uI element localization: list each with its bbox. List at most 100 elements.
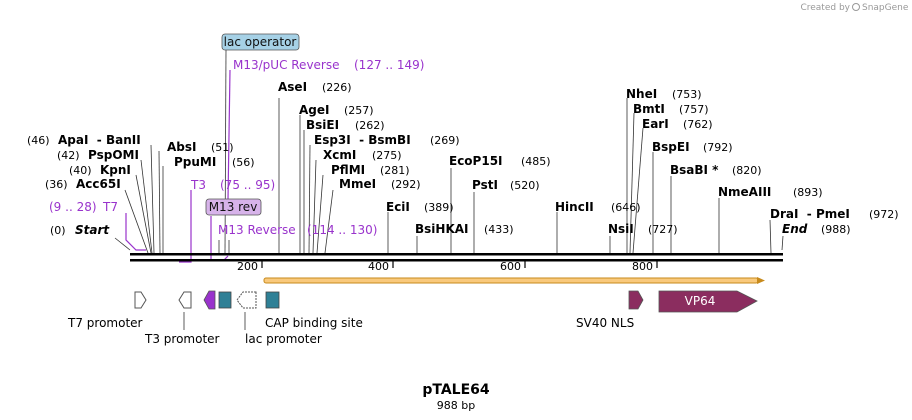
sequence-length: 988 bp <box>437 399 475 412</box>
primer-name-m13-reverse[interactable]: M13 Reverse <box>218 223 296 237</box>
enzyme-name[interactable]: BspEI <box>652 140 690 154</box>
sequence-name: pTALE64 <box>422 382 490 398</box>
enzyme-name[interactable]: BmtI <box>633 102 665 116</box>
lac-operator-feature[interactable] <box>218 291 232 309</box>
connector-end <box>781 235 784 251</box>
features-track: VP64 <box>134 290 758 330</box>
connector-pflmi <box>316 174 324 254</box>
lac-promoter-arrow[interactable] <box>236 291 257 309</box>
enzyme-pos: (988) <box>821 223 851 236</box>
enzyme-pos: (520) <box>510 179 540 192</box>
enzyme-name[interactable]: NsiI <box>608 222 634 236</box>
primer-connectors <box>125 69 231 263</box>
enzyme-pos: (40) <box>69 164 92 177</box>
connector-apai <box>150 144 155 254</box>
enzyme-pos: (275) <box>372 149 402 162</box>
enzyme-pos: (646) <box>611 201 641 214</box>
lac-operator-box <box>221 33 300 51</box>
primer-name-t3[interactable]: T3 <box>190 178 206 192</box>
t7-promoter-arrow[interactable] <box>134 291 147 309</box>
m13-rev-primer-arrow[interactable] <box>203 290 216 310</box>
enzyme-pos: (46) <box>27 134 50 147</box>
enzyme-pos: (51) <box>211 141 234 154</box>
connector-mmei <box>324 189 334 254</box>
connector-bmti <box>629 112 635 254</box>
primer-t7-line <box>125 213 146 251</box>
feature-labels: T7 promoter T3 promoter lac promoter CAP… <box>67 316 634 346</box>
enzyme-name[interactable]: Start <box>75 223 110 237</box>
enzyme-name[interactable]: NmeAIII <box>718 185 771 199</box>
enzyme-pos: (792) <box>703 141 733 154</box>
connector-drai <box>769 219 772 254</box>
enzyme-name[interactable]: AseI <box>278 80 307 94</box>
axis-tick-label: 800 <box>632 260 653 273</box>
enzyme-labels: (0) Start (36) Acc65I (40) KpnI (42) Psp… <box>27 80 899 237</box>
enzyme-name[interactable]: BsiEI <box>306 118 339 132</box>
enzyme-pos: (56) <box>232 156 255 169</box>
lac-operator-label[interactable]: lac operator <box>224 35 297 49</box>
enzyme-name[interactable]: ApaI - BanII <box>58 133 141 147</box>
enzyme-pos: (262) <box>355 119 385 132</box>
sv40-nls-arrow[interactable] <box>628 290 644 310</box>
enzyme-name[interactable]: MmeI <box>339 177 376 191</box>
enzyme-pos: (762) <box>683 118 713 131</box>
enzyme-pos: (281) <box>380 164 410 177</box>
enzyme-name[interactable]: BsiHKAI <box>415 222 469 236</box>
primer-name-m13puc[interactable]: M13/pUC Reverse <box>233 58 340 72</box>
enzyme-name[interactable]: PflMI <box>331 163 365 177</box>
connector-eari <box>632 127 644 254</box>
enzyme-pos: (292) <box>391 178 421 191</box>
primer-t3-line <box>179 190 192 263</box>
enzyme-name[interactable]: Acc65I <box>76 177 121 191</box>
orf-arrow[interactable] <box>263 277 765 284</box>
enzyme-connectors <box>114 98 784 254</box>
enzyme-name[interactable]: AbsI <box>167 140 196 154</box>
enzyme-name[interactable]: HincII <box>555 200 594 214</box>
enzyme-pos: (0) <box>50 224 66 237</box>
primer-name-m13-rev[interactable]: M13 rev <box>209 200 258 214</box>
enzyme-name[interactable]: BsaBI * <box>670 163 719 177</box>
credit-text: Created by <box>800 3 850 13</box>
enzyme-name[interactable]: PstI <box>472 178 498 192</box>
snapgene-logo-icon <box>852 3 860 11</box>
enzyme-name[interactable]: PspOMI <box>88 148 139 162</box>
connector-kpni <box>135 174 152 254</box>
primer-range: (127 .. 149) <box>354 58 424 72</box>
enzyme-name[interactable]: Esp3I - BsmBI <box>314 133 411 147</box>
enzyme-pos: (893) <box>793 186 823 199</box>
enzyme-name[interactable]: NheI <box>626 87 657 101</box>
backbone-bottom-strand <box>130 259 783 262</box>
enzyme-name[interactable]: EcoP15I <box>449 154 503 168</box>
enzyme-pos: (389) <box>424 201 454 214</box>
enzyme-name[interactable]: End <box>782 222 808 236</box>
enzyme-name[interactable]: AgeI <box>299 103 329 117</box>
primer-name-t7[interactable]: T7 <box>102 200 118 214</box>
enzyme-name[interactable]: EarI <box>642 117 669 131</box>
t3-promoter-arrow[interactable] <box>178 291 192 309</box>
connector-xcmi <box>312 159 317 254</box>
axis-tick-label: 200 <box>237 260 258 273</box>
cap-binding-site-feature[interactable] <box>265 291 280 309</box>
enzyme-pos: (42) <box>57 149 80 162</box>
primer-range: (9 .. 28) <box>49 200 97 214</box>
connector-pspomi <box>140 159 153 254</box>
enzyme-name[interactable]: DraI - PmeI <box>770 207 850 221</box>
sequence-backbone: 200 400 600 800 <box>130 253 783 273</box>
axis-tick-marks <box>261 259 658 268</box>
primer-range: (75 .. 95) <box>220 178 275 192</box>
primer-labels: (9 .. 28) T7 T3 (75 .. 95) M13/pUC Rever… <box>49 58 424 237</box>
enzyme-pos: (433) <box>484 223 514 236</box>
enzyme-pos: (727) <box>648 223 678 236</box>
enzyme-name[interactable]: EciI <box>386 200 410 214</box>
vp64-arrow[interactable] <box>658 290 758 313</box>
feature-label-cap-binding-site: CAP binding site <box>265 316 363 330</box>
feature-label-t3-promoter: T3 promoter <box>144 332 220 346</box>
enzyme-name[interactable]: XcmI <box>323 148 356 162</box>
enzyme-name[interactable]: KpnI <box>100 163 131 177</box>
enzyme-name[interactable]: PpuMI <box>174 155 216 169</box>
feature-label-lac-promoter: lac promoter <box>245 332 322 346</box>
enzyme-pos: (269) <box>430 134 460 147</box>
vp64-label: VP64 <box>685 294 716 308</box>
connector-esp3i <box>308 144 311 254</box>
